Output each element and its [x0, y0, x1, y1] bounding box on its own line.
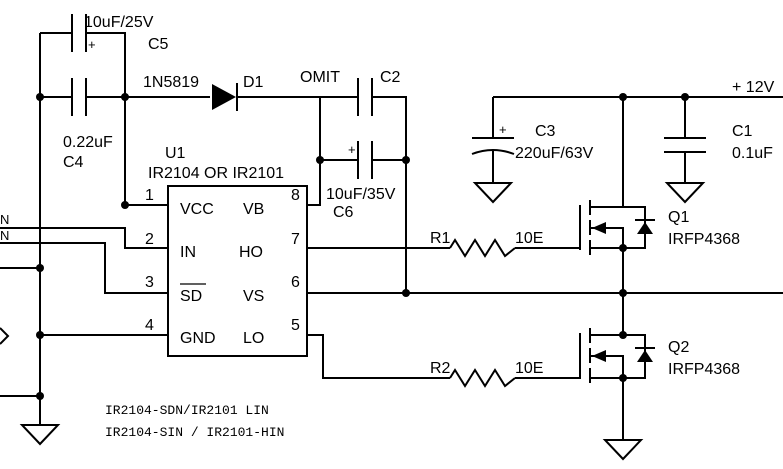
ic-u1: U1 IR2104 OR IR2101 1 VCC 2 IN 3 SD 4 GN…	[145, 145, 308, 357]
r2-value: 10E	[515, 360, 543, 377]
diode-d1: 1N5819 D1	[143, 74, 357, 111]
pin-4-name: GND	[180, 330, 216, 347]
pin-5-name: LO	[243, 330, 264, 347]
pin-7-name: HO	[239, 244, 263, 261]
c3-value: 220uF/63V	[515, 145, 594, 162]
c5-polarity: +	[88, 37, 96, 52]
q1-part: IRFP4368	[668, 231, 740, 248]
c3-ref: C3	[535, 123, 556, 140]
u1-ref: U1	[165, 145, 186, 162]
c5-ref: C5	[148, 36, 169, 53]
left-net-fragment-2: N	[0, 228, 9, 243]
pin-8-name: VB	[243, 201, 264, 218]
pin-6-num: 6	[291, 274, 300, 291]
r1-value: 10E	[515, 230, 543, 247]
q1-ref: Q1	[668, 209, 689, 226]
supply-rail	[492, 96, 783, 200]
left-wiring	[0, 32, 210, 425]
pin-6-name: VS	[243, 288, 264, 305]
c6-ref: C6	[333, 204, 354, 221]
u1-part: IR2104 OR IR2101	[148, 165, 284, 182]
c1-value: 0.1uF	[732, 145, 773, 162]
capacitor-c6: + 10uF/35V C6	[307, 97, 406, 221]
pin-2-num: 2	[145, 231, 154, 248]
pin-1-name: VCC	[180, 201, 214, 218]
capacitor-c2: OMIT C2	[300, 69, 407, 293]
capacitor-c1: C1 0.1uF	[664, 123, 773, 204]
pin-8-num: 8	[291, 187, 300, 204]
pin-3-num: 3	[145, 274, 154, 291]
c3-polarity: +	[499, 122, 507, 137]
pin-2-name: IN	[180, 244, 196, 261]
c2-ref: C2	[380, 69, 401, 86]
note-line-1: IR2104-SDN/IR2101 LIN	[105, 403, 269, 418]
mosfet-q2: Q2 IRFP4368	[579, 293, 740, 461]
capacitor-c5: + 10uF/25V C5	[71, 14, 169, 53]
c4-value: 0.22uF	[63, 134, 113, 151]
junction-dots	[36, 93, 689, 400]
c4-ref: C4	[63, 154, 84, 171]
c6-polarity: +	[348, 142, 356, 157]
d1-part: 1N5819	[143, 74, 199, 91]
c1-ref: C1	[732, 123, 753, 140]
capacitor-c3: + C3 220uF/63V	[471, 122, 594, 204]
mosfet-q1: Q1 IRFP4368	[579, 200, 740, 293]
pin-4-num: 4	[145, 317, 154, 334]
c5-value: 10uF/25V	[84, 14, 154, 31]
note-line-2: IR2104-SIN / IR2101-HIN	[105, 425, 284, 440]
supply-label: + 12V	[732, 79, 775, 96]
ground-symbol-left	[19, 424, 61, 446]
left-net-fragment-1: N	[0, 212, 9, 227]
c2-value: OMIT	[300, 69, 340, 86]
q2-ref: Q2	[668, 339, 689, 356]
q2-part: IRFP4368	[668, 361, 740, 378]
c6-value: 10uF/35V	[326, 186, 396, 203]
r1-ref: R1	[430, 230, 451, 247]
pin-7-num: 7	[291, 231, 300, 248]
r2-ref: R2	[430, 360, 451, 377]
capacitor-c4: 0.22uF C4	[63, 78, 113, 171]
pin-1-num: 1	[145, 187, 154, 204]
pin-5-num: 5	[291, 317, 300, 334]
pin-3-name: SD	[180, 288, 202, 305]
d1-ref: D1	[243, 74, 264, 91]
